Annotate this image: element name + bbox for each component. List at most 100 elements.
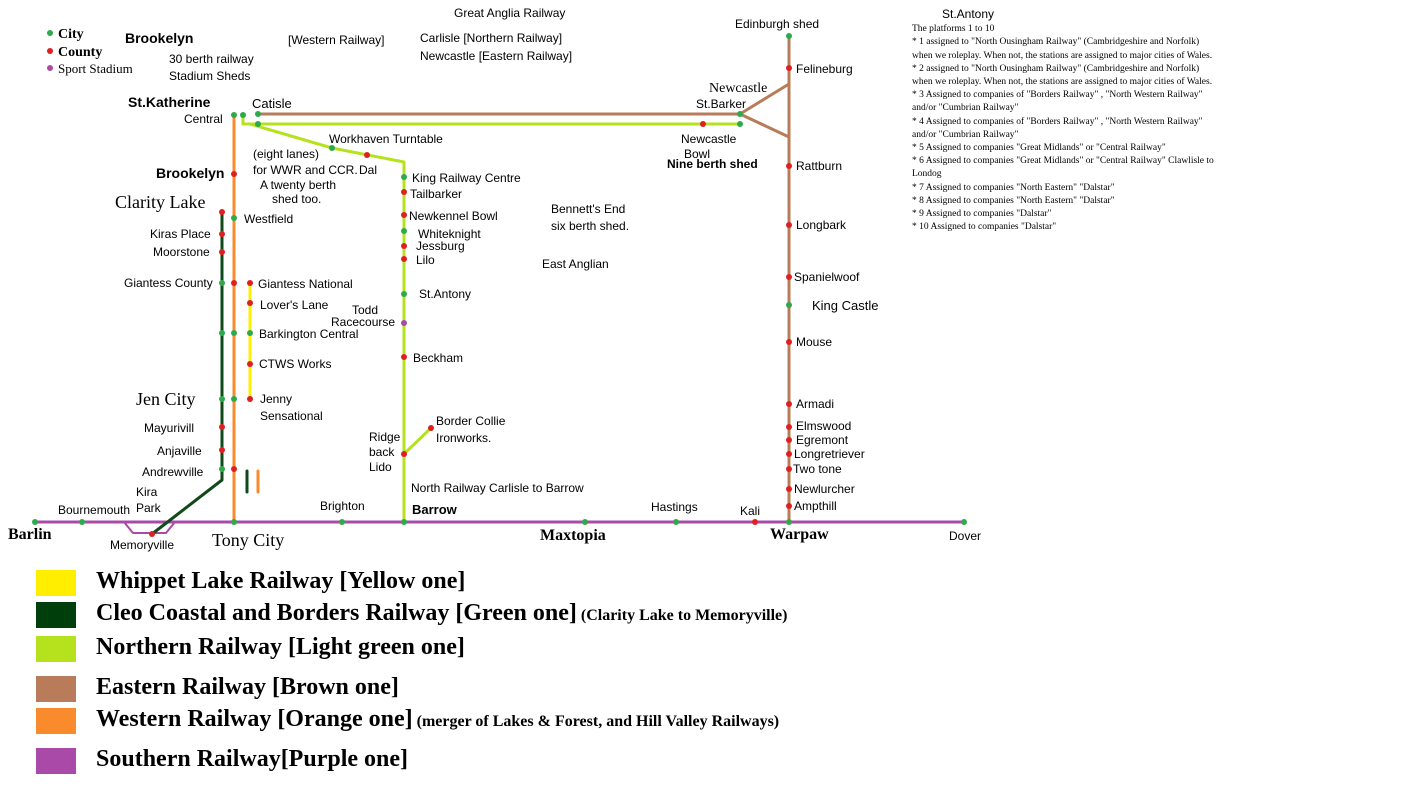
- station-dot: [786, 424, 792, 430]
- map-label-shed-too: shed too.: [272, 192, 321, 206]
- station-dot: [329, 145, 335, 151]
- legend-label: Cleo Coastal and Borders Railway [Green …: [96, 600, 788, 626]
- map-label-jenny: Jenny: [260, 392, 292, 406]
- station-dot: [401, 256, 407, 262]
- map-label-lovers-lane: Lover's Lane: [260, 298, 329, 312]
- map-label-east-anglian: East Anglian: [542, 257, 609, 271]
- station-dot: [401, 228, 407, 234]
- station-dot: [401, 174, 407, 180]
- map-label-newlurcher: Newlurcher: [794, 482, 855, 496]
- station-dot: [247, 330, 253, 336]
- map-label-maxtopia: Maxtopia: [540, 527, 606, 544]
- station-dot: [700, 121, 706, 127]
- map-label-western-railway: [Western Railway]: [288, 33, 384, 47]
- map-label-central: Central: [184, 112, 223, 126]
- notes-line: * 6 Assigned to companies "Great Midland…: [912, 156, 1214, 167]
- station-dot: [401, 291, 407, 297]
- station-dot: [219, 396, 225, 402]
- station-dot: [219, 231, 225, 237]
- key-city-dot: [47, 30, 53, 36]
- map-label-great-anglia: Great Anglia Railway: [454, 6, 565, 20]
- notes-line: and/or "Cumbrian Railway": [912, 129, 1019, 140]
- station-dot: [219, 249, 225, 255]
- stadium-dot: [401, 320, 407, 326]
- map-label-kiras-place: Kiras Place: [150, 227, 211, 241]
- station-dot: [401, 243, 407, 249]
- map-label-two-tone: Two tone: [793, 462, 842, 476]
- map-label-barkington: Barkington Central: [259, 327, 358, 341]
- notes-line: * 3 Assigned to companies of "Borders Ra…: [912, 90, 1203, 101]
- notes-line: * 2 assigned to "North Ousingham Railway…: [912, 63, 1200, 74]
- map-label-newkennel: Newkennel Bowl: [409, 209, 498, 223]
- map-label-for-wwr: for WWR and CCR.: [253, 163, 358, 177]
- legend-label: Western Railway [Orange one] (merger of …: [96, 706, 780, 732]
- station-dot: [231, 519, 237, 525]
- map-label-jessburg: Jessburg: [416, 239, 465, 253]
- map-label-longbark: Longbark: [796, 218, 847, 232]
- map-label-king-railway: King Railway Centre: [412, 171, 521, 185]
- map-label-park: Park: [136, 501, 162, 515]
- legend-label: Northern Railway [Light green one]: [96, 634, 465, 660]
- map-label-beckham: Beckham: [413, 351, 463, 365]
- station-dot: [737, 111, 743, 117]
- map-label-brighton: Brighton: [320, 499, 365, 513]
- map-label-giantess-county: Giantess County: [124, 276, 213, 290]
- station-dot: [219, 466, 225, 472]
- map-label-king-castle: King Castle: [812, 298, 878, 313]
- map-label-thirty-berth: 30 berth railway: [169, 52, 254, 66]
- station-dot: [786, 437, 792, 443]
- map-label-westfield: Westfield: [244, 212, 293, 226]
- map-label-todd: Todd: [352, 303, 378, 317]
- notes-line: Londog: [912, 169, 942, 180]
- key-stadium-label: Sport Stadium: [58, 61, 133, 76]
- map-label-warpaw: Warpaw: [770, 526, 829, 543]
- station-dot: [219, 424, 225, 430]
- station-dot: [231, 171, 237, 177]
- station-dot: [231, 215, 237, 221]
- station-dot: [255, 121, 261, 127]
- map-label-brookelyn-top: Brookelyn: [125, 30, 193, 46]
- notes-line: * 7 Assigned to companies "North Eastern…: [912, 182, 1115, 193]
- map-label-moorstone: Moorstone: [153, 245, 210, 259]
- map-label-bournemouth: Bournemouth: [58, 503, 130, 517]
- station-dot: [752, 519, 758, 525]
- map-label-st-antony-line: St.Antony: [419, 287, 471, 301]
- cleo-coastal-railway-line: [150, 210, 224, 536]
- map-label-ironworks: Ironworks.: [436, 431, 491, 445]
- notes-line: * 9 Assigned to companies "Dalstar": [912, 209, 1052, 220]
- map-label-longretriever: Longretriever: [794, 447, 865, 461]
- station-dot: [247, 300, 253, 306]
- map-label-brookelyn-mid: Brookelyn: [156, 165, 224, 181]
- map-label-tony-city: Tony City: [212, 530, 284, 550]
- notes-line: * 8 Assigned to companies "North Eastern…: [912, 195, 1115, 206]
- key-county-dot: [47, 48, 53, 54]
- station-dot: [219, 280, 225, 286]
- station-dot: [231, 112, 237, 118]
- map-label-twenty-berth: A twenty berth: [260, 178, 336, 192]
- notes-line: * 4 Assigned to companies of "Borders Ra…: [912, 116, 1203, 127]
- station-dot: [786, 222, 792, 228]
- station-dot: [247, 396, 253, 402]
- map-label-whiteknight: Whiteknight: [418, 227, 481, 241]
- station-dot: [231, 330, 237, 336]
- map-label-felineburg: Felineburg: [796, 62, 853, 76]
- notes-lines: The platforms 1 to 10* 1 assigned to "No…: [912, 23, 1332, 234]
- map-label-kira: Kira: [136, 485, 158, 499]
- legend-label: Whippet Lake Railway [Yellow one]: [96, 568, 466, 594]
- notes-line: * 5 Assigned to companies "Great Midland…: [912, 143, 1166, 154]
- map-label-anjaville: Anjaville: [157, 444, 202, 458]
- station-dot: [961, 519, 967, 525]
- map-label-jen-city: Jen City: [136, 389, 196, 409]
- map-label-andrewville: Andrewville: [142, 465, 204, 479]
- map-label-elmswood: Elmswood: [796, 419, 851, 433]
- map-label-newcastle-bowl-2: Bowl: [684, 147, 710, 161]
- map-label-north-railway: North Railway Carlisle to Barrow: [411, 481, 584, 495]
- station-dot: [255, 111, 261, 117]
- map-label-ctws: CTWS Works: [259, 357, 331, 371]
- station-dot: [231, 280, 237, 286]
- map-label-edinburgh-shed: Edinburgh shed: [735, 17, 819, 31]
- map-label-lido: Lido: [369, 460, 392, 474]
- legend-label: Eastern Railway [Brown one]: [96, 674, 399, 700]
- map-label-dover: Dover: [949, 529, 981, 543]
- map-label-ridge: Ridge: [369, 430, 401, 444]
